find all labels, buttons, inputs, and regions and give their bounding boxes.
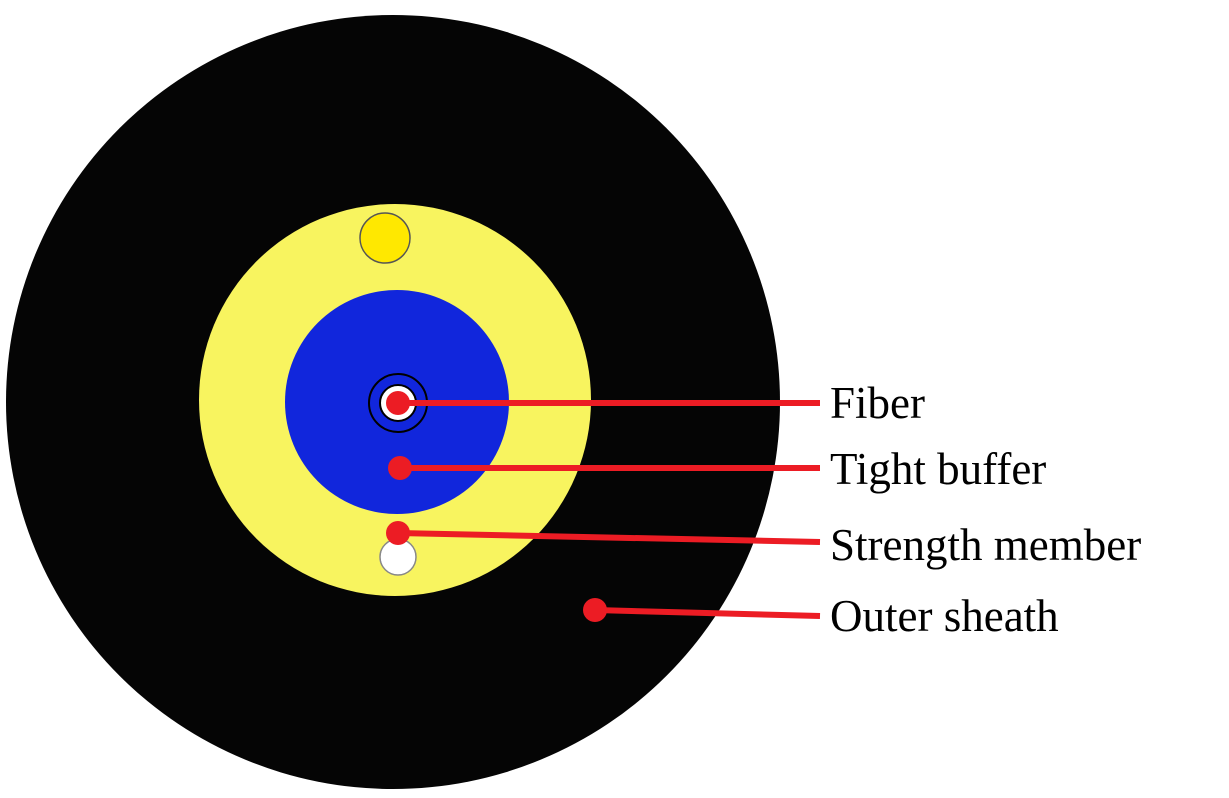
tight-buffer-label: Tight buffer [830, 444, 1046, 494]
labels: Fiber Tight buffer Strength member Outer… [830, 378, 1141, 641]
outer-sheath-leader-line [594, 607, 821, 619]
tight-buffer-leader-dot [388, 456, 412, 480]
top-strength-member-circle [359, 212, 411, 264]
strength-member-leader-dot [386, 521, 410, 545]
outer-sheath-label: Outer sheath [830, 591, 1059, 641]
outer-sheath-leader-dot [583, 598, 607, 622]
strength-member-label: Strength member [830, 520, 1141, 570]
leader-lines [386, 391, 821, 622]
strength-member-leader-line [397, 530, 821, 545]
fiber-label: Fiber [830, 378, 925, 428]
fiber-leader-dot [386, 391, 410, 415]
